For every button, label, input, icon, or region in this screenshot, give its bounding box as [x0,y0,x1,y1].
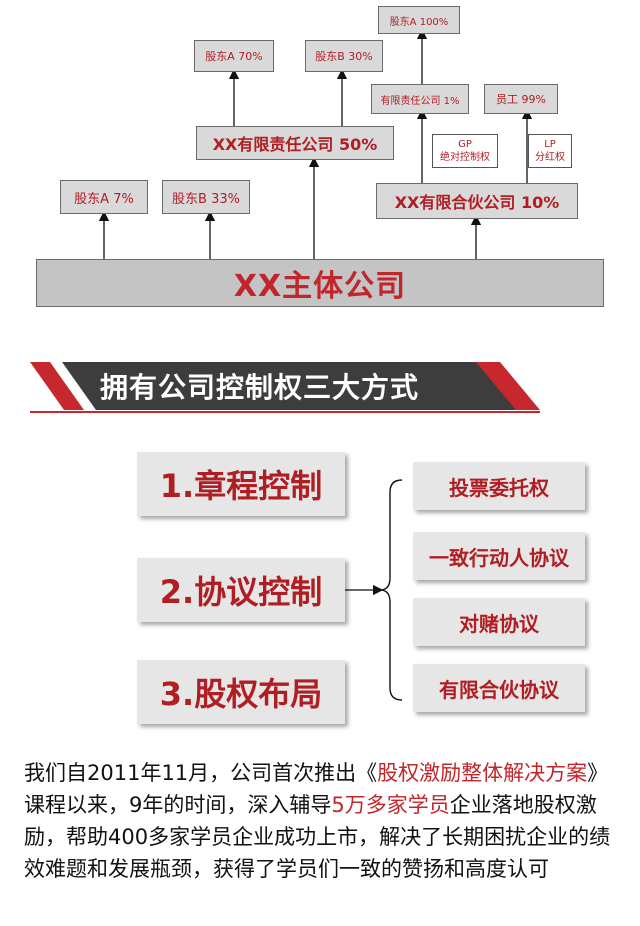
llc-box: XX有限责任公司 50% [196,126,394,160]
sub-item-limited-partnership: 有限合伙协议 [413,664,585,712]
paragraph-part1: 我们自2011年11月，公司首次推出《 [24,761,378,785]
paragraph-part2: 》课程以来，9年的时间，深入辅导 [24,761,609,817]
main-company-box: XX主体公司 [36,259,604,307]
section-title: 拥有公司控制权三大方式 [100,371,420,404]
method-charter-control: 1.章程控制 [137,452,345,516]
partnership-box: XX有限合伙公司 10% [376,183,578,219]
paragraph-highlight-students: 5万多家学员 [331,793,450,817]
gp-company-box: 有限责任公司 1% [371,84,469,114]
sub-item-voting-proxy: 投票委托权 [413,462,585,510]
method-agreement-control: 2.协议控制 [137,558,345,622]
gp-owner-box: 股东A 100% [378,6,460,34]
lp-label: LP 分红权 [528,134,572,168]
sub-item-valuation-adjustment: 对赌协议 [413,598,585,646]
method-equity-layout: 3.股权布局 [137,660,345,724]
lp-label-line1: LP [544,139,556,150]
paragraph-part3: 企业落地股权激励，帮助400多家学员企业成功上市，解决了长期困扰企业的绩效难题和… [24,793,611,881]
shareholder-b-box: 股东B 33% [162,180,250,214]
lp-label-line2: 分红权 [535,152,565,163]
sub-item-concert-action: 一致行动人协议 [413,532,585,580]
gp-label-line2: 绝对控制权 [440,152,490,163]
gp-label: GP 绝对控制权 [432,134,498,168]
paragraph-highlight-course: 股权激励整体解决方案 [377,761,588,785]
llc-shareholder-b-box: 股东B 30% [305,40,383,72]
llc-shareholder-a-box: 股东A 70% [194,40,274,72]
gp-label-line1: GP [458,139,472,150]
shareholder-a-box: 股东A 7% [60,180,148,214]
employees-box: 员工 99% [484,84,558,114]
description-paragraph: 我们自2011年11月，公司首次推出《股权激励整体解决方案》课程以来，9年的时间… [24,757,614,885]
